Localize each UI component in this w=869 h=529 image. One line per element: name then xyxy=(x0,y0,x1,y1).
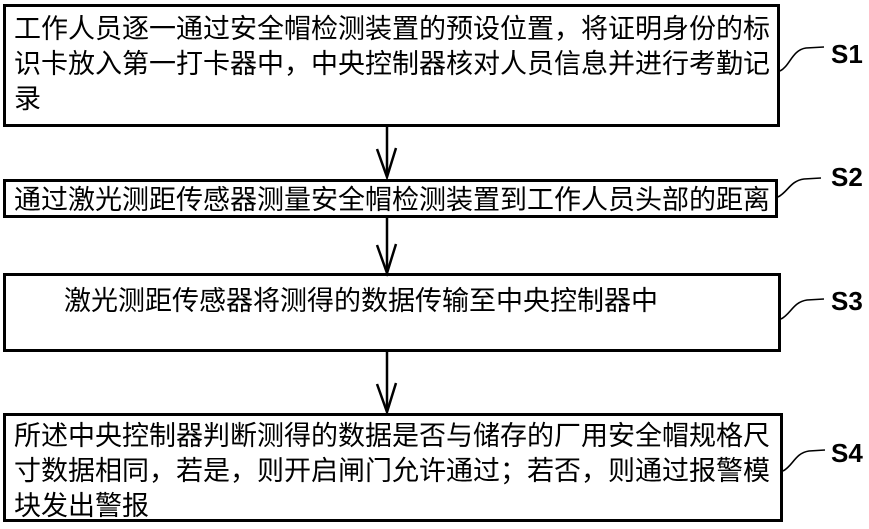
leader-line-s3 xyxy=(780,298,825,320)
flow-arrow-3 xyxy=(375,352,398,416)
step-box-s1: 工作人员逐一通过安全帽检测装置的预设位置，将证明身份的标识卡放入第一打卡器中，中… xyxy=(3,4,780,127)
step-box-s3: 激光测距传感器将测得的数据传输至中央控制器中 xyxy=(3,273,781,352)
step-label-s3: S3 xyxy=(831,286,863,316)
step-label-s4: S4 xyxy=(831,438,863,468)
leader-line-s2 xyxy=(777,177,822,198)
step-label-s2: S2 xyxy=(831,162,863,192)
step-box-s2: 通过激光测距传感器测量安全帽检测装置到工作人员头部的距离 xyxy=(3,179,778,218)
step-label-s1: S1 xyxy=(831,39,863,69)
flow-arrow-1 xyxy=(375,127,398,181)
leader-line-s4 xyxy=(782,449,826,472)
leader-line-s1 xyxy=(779,46,825,72)
step-box-s4: 所述中央控制器判断测得的数据是否与储存的厂用安全帽规格尺寸数据相同，若是，则开启… xyxy=(3,413,783,522)
flow-arrow-2 xyxy=(375,218,398,277)
